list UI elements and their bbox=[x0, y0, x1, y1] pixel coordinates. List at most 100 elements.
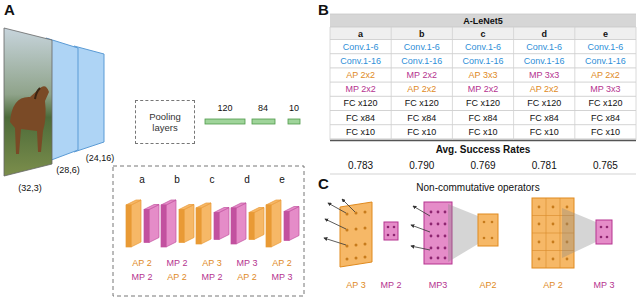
table-cell: FC x84 bbox=[407, 112, 436, 122]
figure-part bbox=[483, 221, 486, 224]
figure-part bbox=[364, 256, 367, 259]
figure-part bbox=[538, 258, 541, 261]
figure-part bbox=[325, 219, 346, 229]
figure-part bbox=[35, 88, 40, 99]
table-cell: FC x84 bbox=[530, 112, 559, 122]
pooling-label: MP 3 bbox=[237, 258, 258, 268]
figure-part bbox=[355, 244, 358, 247]
figure-part bbox=[364, 243, 367, 246]
table-cell: Conv.1-6 bbox=[404, 41, 440, 51]
figure-part bbox=[201, 203, 211, 244]
pooling-label: AP 2 bbox=[237, 272, 256, 282]
figure-part bbox=[214, 213, 219, 240]
figure-part bbox=[444, 235, 447, 238]
figure-part bbox=[552, 206, 555, 209]
pooling-label: AP 3 bbox=[202, 258, 221, 268]
figure-part bbox=[411, 225, 430, 232]
figure-part bbox=[411, 206, 430, 250]
table-cell: Conv.1-6 bbox=[526, 41, 562, 51]
figure-part bbox=[126, 200, 141, 205]
panel-title: Non-commutative operators bbox=[416, 182, 539, 194]
option-letter: a bbox=[139, 174, 145, 186]
figure-part bbox=[179, 210, 184, 243]
figure-part bbox=[289, 207, 299, 241]
figure-part bbox=[538, 206, 541, 209]
figure-part bbox=[424, 202, 452, 264]
figure-part bbox=[161, 205, 166, 247]
figure-part bbox=[249, 213, 254, 240]
figure-part bbox=[166, 200, 176, 247]
table-cell: Conv.1-16 bbox=[340, 56, 381, 66]
operator-label: AP 2 bbox=[543, 280, 562, 290]
figure-part bbox=[552, 258, 555, 261]
operator-label: AP2 bbox=[479, 280, 496, 290]
figure-part bbox=[606, 226, 609, 229]
pooling-prisms bbox=[126, 200, 299, 247]
figure-part bbox=[161, 200, 176, 205]
figure-part bbox=[387, 226, 390, 229]
table-cell: MP 2x2 bbox=[468, 84, 498, 94]
table-cell: FC x120 bbox=[344, 98, 378, 108]
figure-part bbox=[448, 204, 478, 262]
table-cell: MP 3x3 bbox=[590, 84, 620, 94]
panel-letter: B bbox=[318, 1, 329, 18]
figure-part bbox=[144, 210, 149, 243]
figure-part bbox=[552, 241, 555, 244]
horse-image bbox=[0, 26, 56, 178]
operator-label: MP3 bbox=[429, 280, 448, 290]
option-letter: b bbox=[174, 174, 180, 186]
figure-part bbox=[437, 235, 440, 238]
figure-part bbox=[483, 237, 486, 240]
layer-size: 120 bbox=[217, 103, 232, 113]
figure-part bbox=[330, 174, 636, 175]
figure-part bbox=[596, 220, 612, 244]
figure-part bbox=[391, 27, 392, 140]
table-cell: FC x10 bbox=[530, 127, 559, 137]
table-cell: Conv.1-16 bbox=[585, 56, 626, 66]
figure-part bbox=[340, 202, 372, 267]
figure-part bbox=[437, 247, 440, 250]
table-cell: AP 2x2 bbox=[346, 70, 375, 80]
figure-part bbox=[328, 203, 346, 213]
table-header: d bbox=[541, 28, 547, 38]
table-cell: FC x120 bbox=[588, 98, 622, 108]
figure-part bbox=[126, 205, 131, 247]
figure-part bbox=[330, 39, 636, 40]
pooling-label: AP 2 bbox=[132, 258, 151, 268]
dimension-label: (32,3) bbox=[18, 183, 42, 193]
operator-label: MP 3 bbox=[594, 280, 615, 290]
figure-part bbox=[444, 211, 447, 214]
figure-part bbox=[266, 200, 281, 205]
panel-letter: C bbox=[318, 175, 329, 192]
figure-part bbox=[430, 235, 433, 238]
success-rate: 0.783 bbox=[348, 160, 373, 172]
figure-part bbox=[249, 208, 264, 213]
fc-bar bbox=[205, 119, 245, 124]
panel-letter: A bbox=[4, 1, 15, 18]
layer-size: 84 bbox=[258, 103, 268, 113]
table-cell: Conv.1-6 bbox=[465, 41, 501, 51]
options-box bbox=[113, 166, 304, 296]
table-cell: Conv.1-16 bbox=[463, 56, 504, 66]
figure-part bbox=[330, 14, 636, 27]
table-cell: MP 3x3 bbox=[529, 70, 559, 80]
figure-part bbox=[131, 200, 141, 247]
table-cell: AP 2x2 bbox=[407, 84, 436, 94]
pooling-label: MP 2 bbox=[202, 272, 223, 282]
fc-bar bbox=[288, 119, 300, 124]
table-cell: Conv.1-16 bbox=[401, 56, 442, 66]
option-letter: c bbox=[210, 174, 215, 186]
figure-part bbox=[330, 110, 636, 111]
figure-part bbox=[271, 200, 281, 247]
figure-part bbox=[444, 257, 447, 260]
table-cell: FC x10 bbox=[407, 127, 436, 137]
table-cell: FC x10 bbox=[346, 127, 375, 137]
table-cell: FC x84 bbox=[468, 112, 497, 122]
table-cell: FC x84 bbox=[591, 112, 620, 122]
table-cell: MP 2x2 bbox=[407, 70, 437, 80]
table-header: a bbox=[358, 28, 363, 38]
figure-part bbox=[196, 203, 211, 208]
pooling-label: AP 2 bbox=[167, 272, 186, 282]
figure-part bbox=[430, 257, 433, 260]
figure-part bbox=[606, 236, 609, 239]
